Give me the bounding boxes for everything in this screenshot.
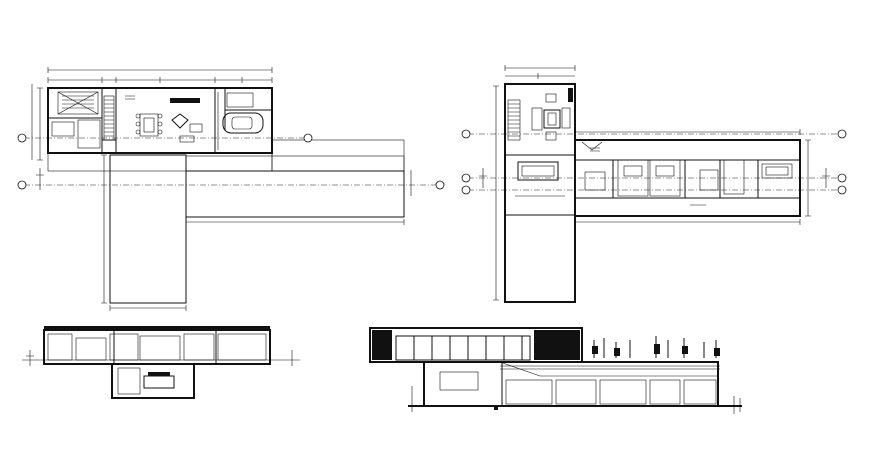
axis-tag bbox=[435, 180, 445, 190]
stair-block bbox=[57, 91, 99, 115]
hall-stairs bbox=[103, 95, 115, 141]
glazed-facade bbox=[395, 335, 531, 361]
axis-tag bbox=[17, 133, 27, 143]
garage-car bbox=[217, 92, 264, 150]
axis-tag bbox=[837, 185, 847, 195]
utility-fixture bbox=[51, 121, 75, 137]
upper-floor-plan bbox=[461, 65, 847, 303]
axis-tag bbox=[461, 185, 471, 195]
tower-furniture bbox=[531, 88, 573, 141]
living-furniture bbox=[125, 95, 203, 143]
roof-trees bbox=[592, 336, 720, 358]
axis-tag bbox=[837, 173, 847, 183]
interior-walls bbox=[48, 88, 272, 153]
basement bbox=[111, 363, 195, 399]
axis-tag bbox=[303, 133, 313, 143]
garden-strip bbox=[47, 152, 273, 172]
tower-stairs bbox=[507, 99, 521, 141]
wing-furniture bbox=[584, 147, 793, 206]
axis-tag bbox=[461, 129, 471, 139]
axis-tag bbox=[17, 180, 27, 190]
swimming-pool bbox=[185, 170, 405, 218]
axis-tag bbox=[837, 129, 847, 139]
stair-profile bbox=[499, 361, 718, 377]
axis-tag bbox=[461, 173, 471, 183]
ground-floor-plan bbox=[17, 67, 445, 311]
connector-stair bbox=[581, 141, 603, 151]
tower-room-fixture bbox=[517, 161, 559, 181]
front-elevation bbox=[369, 327, 742, 414]
garden-strip-right bbox=[185, 155, 405, 172]
kitchen-tile-floor bbox=[77, 119, 101, 149]
cross-section bbox=[22, 326, 300, 399]
dimension-lines-top bbox=[31, 67, 273, 161]
ground-floor-outline bbox=[47, 87, 273, 154]
tiled-deck bbox=[109, 154, 187, 304]
tower-outline bbox=[504, 83, 576, 303]
